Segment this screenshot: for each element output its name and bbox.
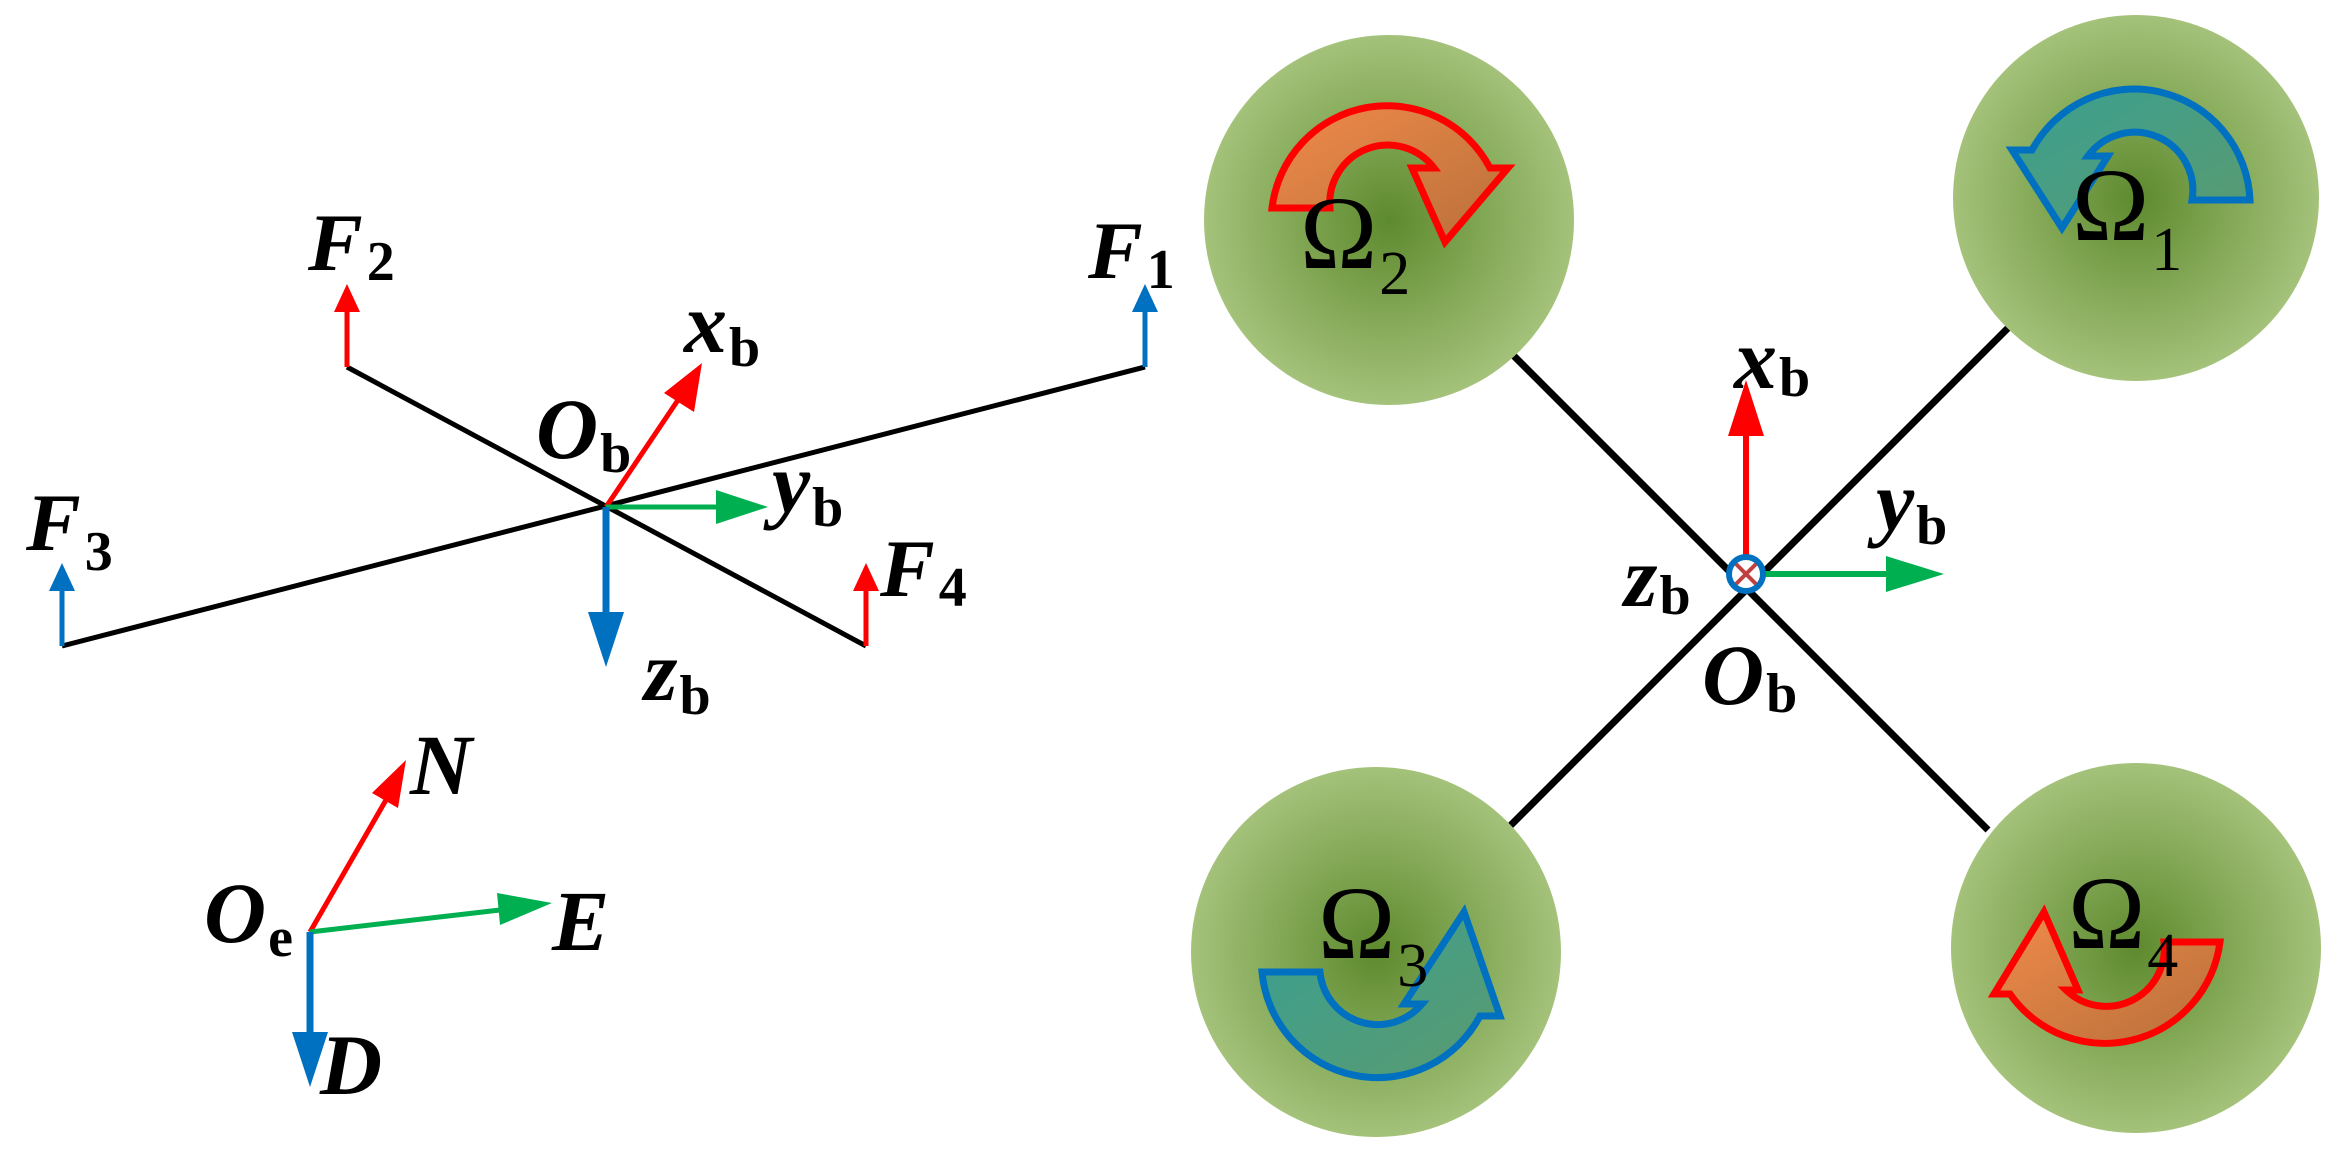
side-origin-label: Ob xyxy=(536,381,631,485)
force-f2-arrow xyxy=(334,284,360,367)
down-label: D xyxy=(319,1017,382,1113)
force-f1-arrow xyxy=(1132,284,1158,367)
force-f4-label: F4 xyxy=(879,523,967,619)
top-y-axis-label: yb xyxy=(1867,453,1947,557)
rotor3-label: Ω3 xyxy=(1318,866,1428,1000)
north-axis-arrow xyxy=(307,760,406,934)
rotor1-rotation-arrow-icon xyxy=(2005,85,2254,235)
top-y-axis-arrow xyxy=(1746,556,1944,592)
earth-frame: Oe N E D xyxy=(204,717,609,1113)
north-label: N xyxy=(409,717,475,813)
top-view: Ω2 Ω1 Ω3 Ω4 xb yb xyxy=(1191,15,2321,1137)
top-x-axis-arrow xyxy=(1728,380,1764,574)
rotor-2 xyxy=(1204,35,1574,405)
side-view: F1 F2 F3 F4 Ob xb yb zb xyxy=(25,197,1175,727)
rotor1-label: Ω1 xyxy=(2072,148,2182,284)
force-f1-label: F1 xyxy=(1087,205,1175,301)
east-axis-arrow xyxy=(309,893,552,935)
side-y-axis-label: yb xyxy=(763,435,843,539)
top-origin-label: Ob xyxy=(1702,627,1797,725)
rotor3-rotation-arrow-icon xyxy=(1258,904,1505,1082)
force-f3-label: F3 xyxy=(25,477,113,583)
rotor4-rotation-arrow-icon xyxy=(1987,904,2224,1047)
force-f4-arrow xyxy=(853,563,879,646)
side-y-axis-arrow xyxy=(606,490,768,524)
top-x-axis-label: xb xyxy=(1732,311,1810,409)
top-z-axis-label: zb xyxy=(1621,529,1691,627)
east-label: E xyxy=(551,873,609,969)
rotor-1 xyxy=(1953,15,2319,381)
earth-origin-label: Oe xyxy=(204,865,293,969)
side-x-axis-arrow xyxy=(603,363,702,509)
rotor-4 xyxy=(1951,763,2321,1133)
side-z-axis-label: zb xyxy=(641,623,711,727)
down-axis-arrow xyxy=(292,932,328,1087)
rotor-3 xyxy=(1191,767,1561,1137)
side-x-axis-label: xb xyxy=(682,275,760,379)
rotor2-rotation-arrow-icon xyxy=(1268,102,1516,249)
rotor2-label: Ω2 xyxy=(1300,176,1410,308)
rotor4-label: Ω4 xyxy=(2068,856,2178,990)
force-f2-label: F2 xyxy=(307,197,395,293)
top-z-axis-into-page-icon xyxy=(1726,554,1766,594)
side-z-axis-arrow xyxy=(588,507,624,667)
force-f3-arrow xyxy=(49,563,75,646)
